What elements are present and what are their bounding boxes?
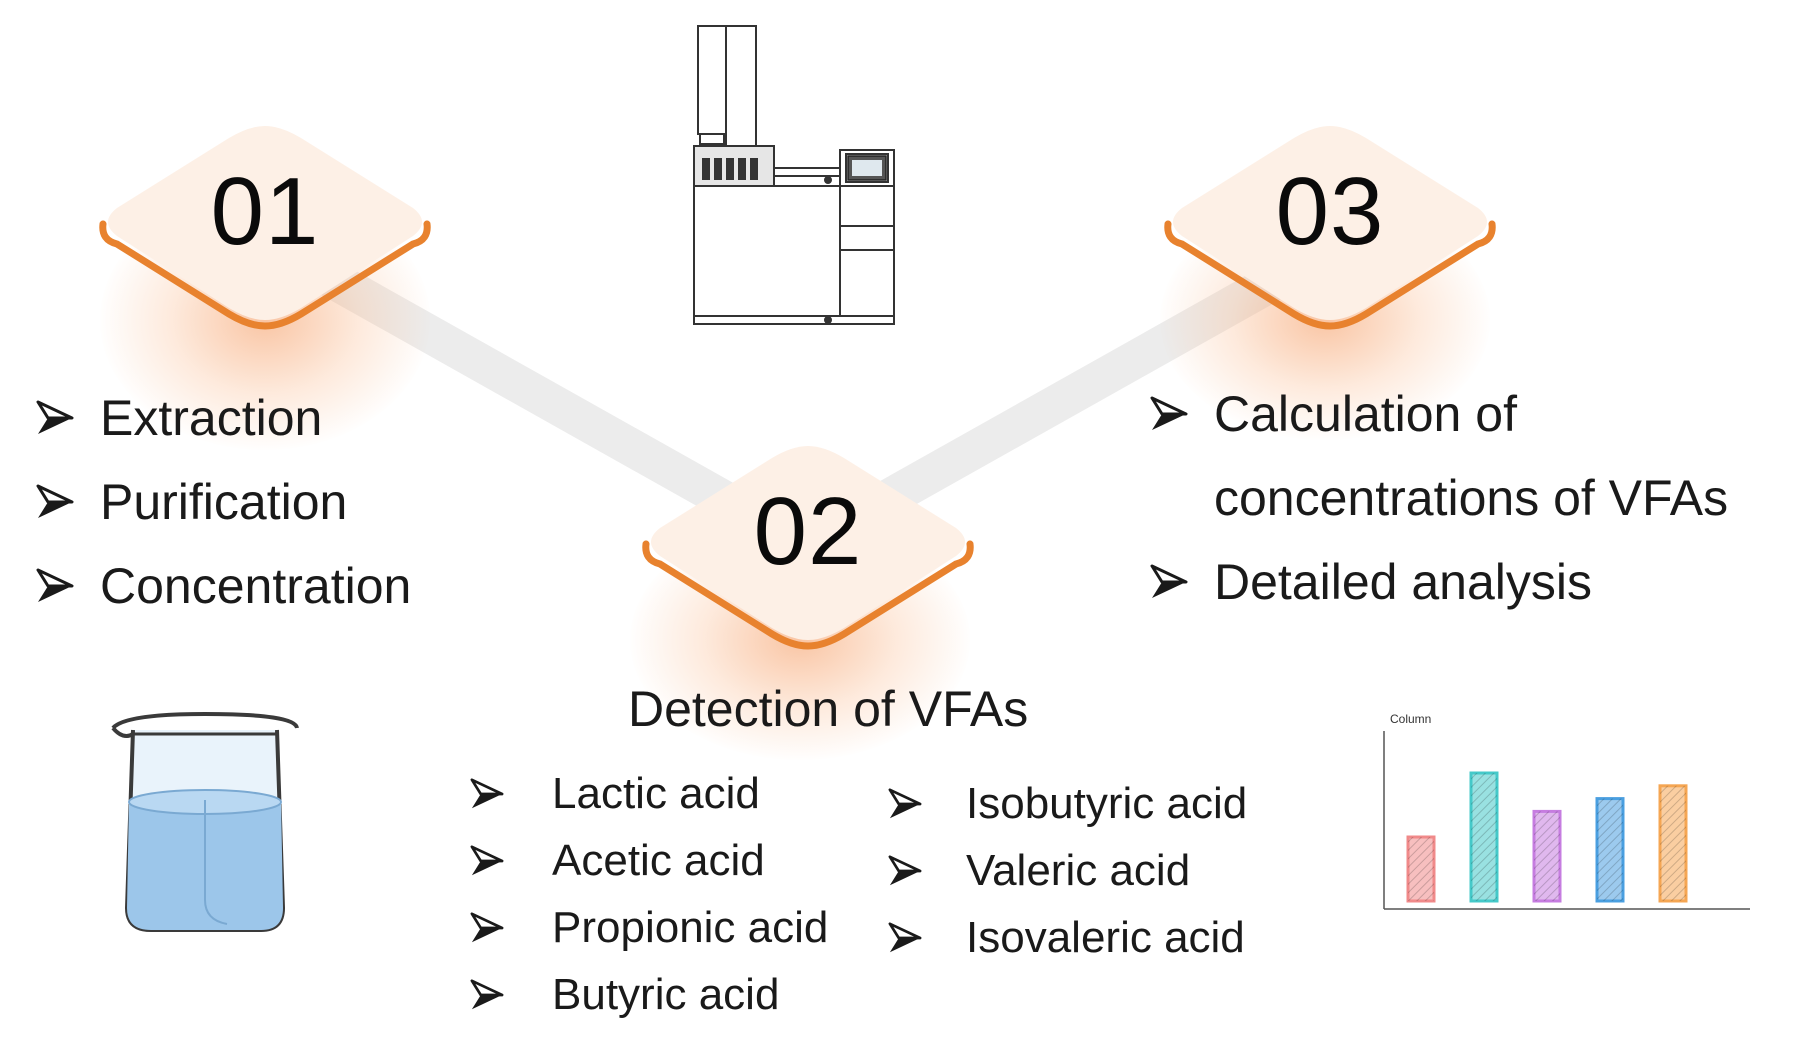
step-01-number: 01 — [210, 158, 320, 265]
gas-chromatograph-icon — [693, 25, 895, 325]
list-item: Lactic acid — [470, 760, 828, 827]
step-01-item-text: Concentration — [100, 558, 412, 614]
chart-title: Column — [1390, 712, 1432, 726]
arrow-bullet-icon — [1150, 372, 1214, 432]
step-01-list: Extraction Purification Concentration — [36, 376, 411, 628]
step-02-diamond: 02 — [638, 432, 978, 652]
chart-bar-hatch — [1471, 773, 1497, 901]
arrow-bullet-icon — [888, 837, 966, 887]
list-item: Purification — [36, 460, 411, 544]
list-item: Propionic acid — [470, 894, 828, 961]
list-item: Acetic acid — [470, 827, 828, 894]
bar-chart-icon — [1383, 731, 1750, 910]
acid-name: Lactic acid — [552, 769, 760, 818]
step-03-diamond: 03 — [1160, 112, 1500, 332]
step-03-item-text: Detailed analysis — [1214, 554, 1592, 610]
arrow-bullet-icon — [1150, 540, 1214, 600]
acid-name: Isovaleric acid — [966, 913, 1245, 962]
list-item: Butyric acid — [470, 961, 828, 1028]
chart-bar-hatch — [1408, 837, 1434, 901]
list-item: Detailed analysis — [1150, 540, 1790, 624]
step-01-diamond: 01 — [95, 112, 435, 332]
step-02-list-left: Lactic acid Acetic acid Propionic acid B… — [470, 760, 828, 1028]
beaker-icon — [111, 711, 299, 932]
arrow-bullet-icon — [888, 904, 966, 954]
step-03-item-text: Calculation of concentrations of VFAs — [1214, 386, 1729, 526]
acid-name: Isobutyric acid — [966, 779, 1248, 828]
acid-name: Propionic acid — [552, 903, 829, 952]
chart-bar-hatch — [1534, 811, 1560, 901]
list-item: Valeric acid — [888, 837, 1247, 904]
step-02-list-right: Isobutyric acid Valeric acid Isovaleric … — [888, 770, 1247, 971]
arrow-bullet-icon — [470, 894, 552, 944]
arrow-bullet-icon — [36, 460, 100, 520]
step-03-number: 03 — [1275, 158, 1385, 265]
detection-title: Detection of VFAs — [628, 681, 1029, 737]
arrow-bullet-icon — [888, 770, 966, 820]
list-item: Extraction — [36, 376, 411, 460]
acid-name: Valeric acid — [966, 846, 1191, 895]
step-02-number: 02 — [753, 478, 863, 585]
acid-name: Acetic acid — [552, 836, 765, 885]
arrow-bullet-icon — [470, 961, 552, 1011]
chart-bar-hatch — [1660, 785, 1686, 901]
arrow-bullet-icon — [36, 376, 100, 436]
step-03-list: Calculation of concentrations of VFAs De… — [1150, 372, 1790, 624]
arrow-bullet-icon — [470, 827, 552, 877]
acid-name: Butyric acid — [552, 970, 780, 1019]
step-01-item-text: Extraction — [100, 390, 323, 446]
arrow-bullet-icon — [470, 760, 552, 810]
step-01-item-text: Purification — [100, 474, 348, 530]
list-item: Isobutyric acid — [888, 770, 1247, 837]
list-item: Isovaleric acid — [888, 904, 1247, 971]
arrow-bullet-icon — [36, 544, 100, 604]
list-item: Calculation of concentrations of VFAs — [1150, 372, 1790, 540]
list-item: Concentration — [36, 544, 411, 628]
chart-bar-hatch — [1597, 798, 1623, 901]
